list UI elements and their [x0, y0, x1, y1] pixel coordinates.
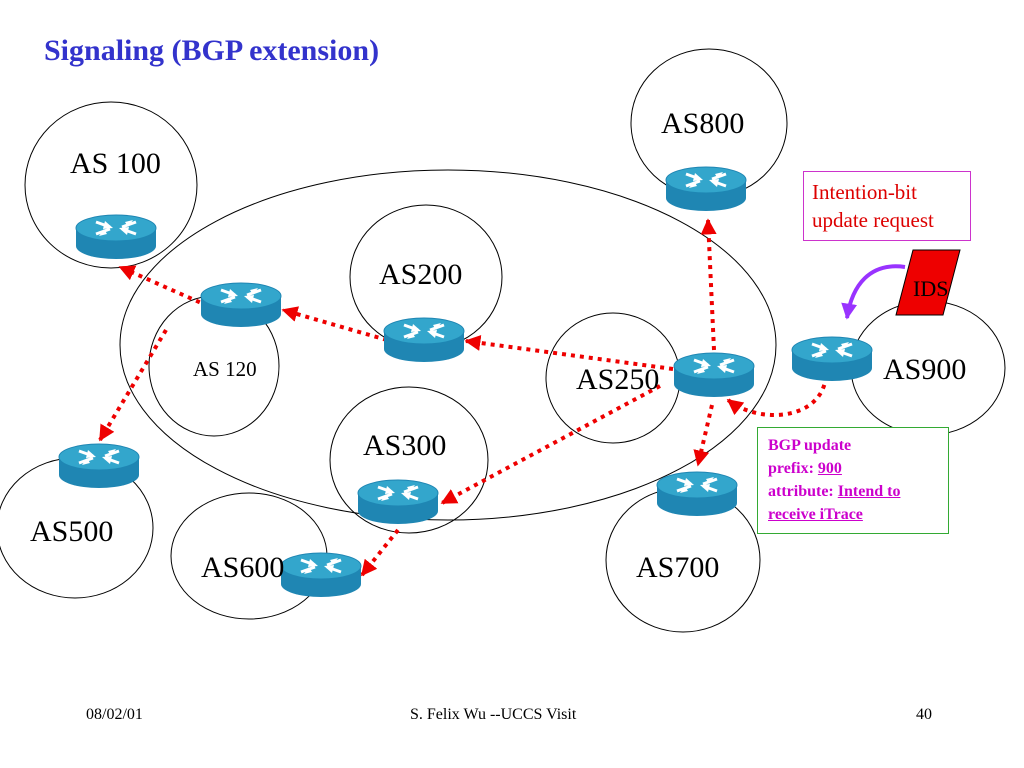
bgp-attribute-value-1: Intend to: [837, 483, 901, 500]
bgp-prefix-row: prefix: 900: [768, 457, 948, 480]
bgp-attribute-label: attribute:: [768, 483, 838, 500]
router-as120: [199, 281, 283, 329]
intention-line2: update request: [812, 208, 934, 232]
as120-label: AS 120: [193, 357, 257, 381]
router-as700: [655, 470, 739, 518]
arrow-as300-to-as600: [360, 528, 400, 577]
intention-line1: Intention-bit: [812, 180, 917, 204]
bgp-prefix-label: prefix:: [768, 460, 818, 477]
as800-label: AS800: [661, 107, 744, 140]
router-as300: [356, 478, 440, 526]
arrow-as250-to-as200: [464, 335, 674, 371]
as700-label: AS700: [636, 551, 719, 584]
transit-region: [119, 169, 777, 521]
arrow-as250-to-as700: [693, 404, 714, 467]
as300-circle: [329, 386, 489, 534]
router-as900: [790, 335, 874, 383]
footer-date: 08/02/01: [86, 706, 143, 723]
as300-label: AS300: [363, 429, 446, 462]
router-as100: [74, 213, 158, 261]
as100-circle: [24, 101, 198, 269]
bgp-update-callout: BGP update prefix: 900 attribute: Intend…: [757, 427, 949, 534]
as200-label: AS200: [379, 258, 462, 291]
as500-label: AS500: [30, 515, 113, 548]
router-as800: [664, 165, 748, 213]
arrow-as200-to-as120: [281, 306, 388, 342]
as250-label: AS250: [576, 363, 659, 396]
router-as250: [672, 351, 756, 399]
slide-title: Signaling (BGP extension): [44, 34, 380, 67]
bgp-attribute-row-2: receive iTrace: [768, 503, 948, 526]
ids-box: [895, 249, 961, 316]
arrow-as120-to-as100: [118, 265, 209, 308]
as100-label: AS 100: [70, 147, 161, 180]
page-number: 40: [916, 706, 932, 723]
router-as200: [382, 316, 466, 364]
bgp-prefix-value: 900: [817, 460, 842, 477]
bgp-attribute-row: attribute: Intend to: [768, 480, 948, 503]
as600-label: AS600: [201, 551, 284, 584]
arrow-as120-to-as500: [98, 328, 168, 442]
as900-label: AS900: [883, 353, 966, 386]
arrow-as250-to-as800: [700, 218, 717, 351]
ids-alert-arrow: [841, 264, 906, 320]
intention-bit-callout: Intention-bit update request: [803, 171, 971, 241]
router-as600: [279, 551, 363, 599]
footer-center-text: S. Felix Wu --UCCS Visit: [410, 706, 577, 723]
ids-label: IDS: [913, 276, 948, 301]
bgp-update-title: BGP update: [768, 437, 852, 454]
router-as500: [57, 442, 141, 490]
bgp-attribute-value-2: receive iTrace: [768, 506, 863, 523]
